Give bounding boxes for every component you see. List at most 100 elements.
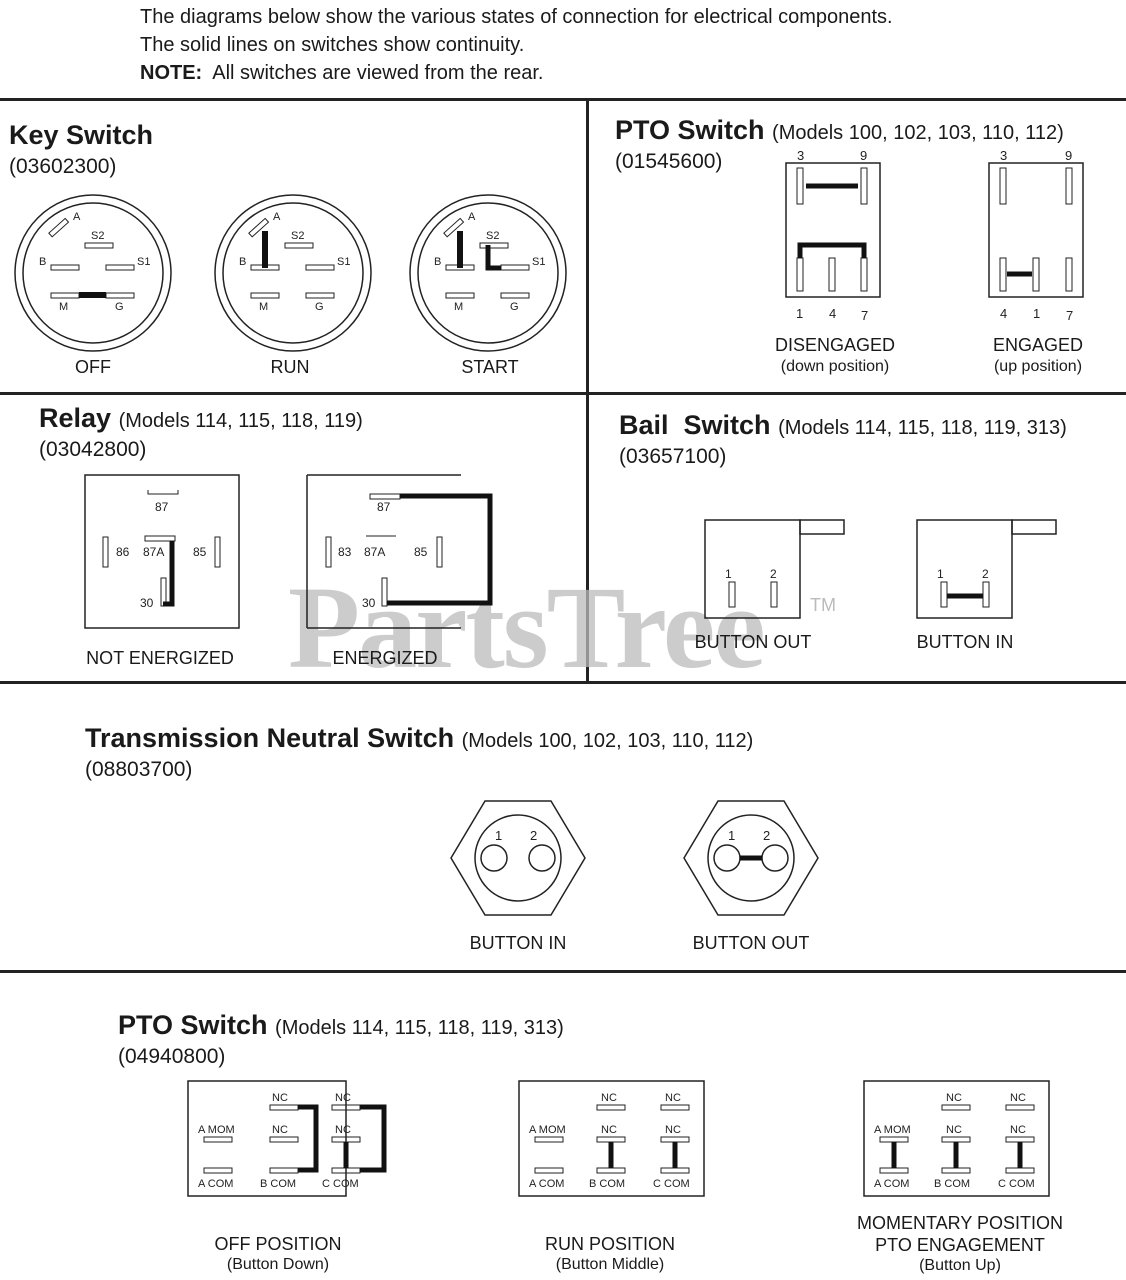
- neutral-out-pin-1: 1: [728, 828, 735, 843]
- pto-b-momentary: NC NC A MOM NC NC A COM B COM C COM: [863, 1080, 1050, 1197]
- pto-a-eng-pin-3: 3: [1000, 148, 1007, 163]
- relay-ne-pin-87: 87: [155, 500, 169, 514]
- key-state-start: START: [461, 357, 519, 377]
- pto-a-models: (Models 100, 102, 103, 110, 112): [772, 122, 1064, 144]
- pto-a-eng-pin-1: 1: [1033, 306, 1040, 321]
- key-start-label-s2: S2: [486, 230, 499, 242]
- relay-e-pin-85: 85: [414, 545, 428, 559]
- relay-e-pin-87a: 87A: [364, 545, 385, 559]
- key-start-label-b: B: [434, 256, 441, 268]
- key-switch-start: A S2 B S1 M G: [409, 194, 567, 352]
- bail-in-pin-2: 2: [982, 567, 989, 581]
- pto-b-models: (Models 114, 115, 118, 119, 313): [275, 1017, 564, 1039]
- pto-a-part: (01545600): [615, 150, 723, 173]
- note-label: NOTE:: [140, 62, 203, 84]
- trademark: TM: [810, 595, 836, 615]
- pto-b-mom-nc-2: NC: [1010, 1092, 1026, 1104]
- neutral-button-in: 1 2: [450, 800, 586, 916]
- bail-button-in-label: BUTTON IN: [916, 632, 1014, 652]
- pto-b-part: (04940800): [118, 1045, 226, 1068]
- pto-b-off-label: OFF POSITION: [214, 1234, 342, 1254]
- pto-b-off-nc-1: NC: [272, 1092, 288, 1104]
- intro-line-1: The diagrams below show the various stat…: [140, 6, 893, 28]
- key-run-label-g: G: [315, 301, 324, 313]
- key-start-label-g: G: [510, 301, 519, 313]
- key-state-off: OFF: [75, 357, 111, 377]
- relay-ne-pin-85: 85: [193, 545, 207, 559]
- neutral-in-pin-2: 2: [530, 828, 537, 843]
- key-off-label-b: B: [39, 256, 46, 268]
- pto-a-disengaged: 3 9 1 4 7: [785, 148, 881, 323]
- key-off-label-a: A: [73, 211, 81, 223]
- neutral-title: Transmission Neutral Switch (Models 100,…: [85, 723, 753, 754]
- pto-a-eng-pin-9: 9: [1065, 148, 1072, 163]
- key-run-label-s2: S2: [291, 230, 304, 242]
- key-state-run: RUN: [270, 357, 310, 377]
- relay-ne-pin-87a: 87A: [143, 545, 164, 559]
- pto-b-run: NC NC A MOM NC NC A COM B COM C COM: [518, 1080, 705, 1197]
- pto-b-off-nc-4: NC: [335, 1124, 351, 1136]
- pto-b-off-nc-3: NC: [272, 1124, 288, 1136]
- pto-b-run-a-com: A COM: [529, 1178, 564, 1190]
- pto-b-run-sub: (Button Middle): [555, 1256, 665, 1273]
- key-switch-part: (03602300): [9, 155, 117, 178]
- pto-a-dis-pin-1: 1: [796, 306, 803, 321]
- relay-title-text: Relay: [39, 403, 112, 433]
- intro-note: NOTE: All switches are viewed from the r…: [140, 59, 893, 87]
- relay-not-energized-label: NOT ENERGIZED: [86, 648, 234, 668]
- pto-a-eng-pin-4: 4: [1000, 306, 1007, 321]
- pto-b-off: NC NC A MOM NC NC A COM B COM C COM: [187, 1080, 387, 1197]
- intro-line-2: The solid lines on switches show continu…: [140, 34, 525, 56]
- intro-text: The diagrams below show the various stat…: [140, 3, 893, 87]
- bail-out-pin-1: 1: [725, 567, 732, 581]
- pto-b-mom-a-com: A COM: [874, 1178, 909, 1190]
- bail-title: Bail Switch (Models 114, 115, 118, 119, …: [619, 410, 1067, 441]
- divider-top: [0, 98, 1126, 101]
- pto-b-run-nc-4: NC: [665, 1124, 681, 1136]
- pto-b-mom-nc-3: NC: [946, 1124, 962, 1136]
- pto-a-dis-pin-3: 3: [797, 148, 804, 163]
- neutral-out-pin-2: 2: [763, 828, 770, 843]
- pto-b-run-b-com: B COM: [589, 1178, 625, 1190]
- key-switch-off: A S2 B S1 M G: [14, 194, 172, 352]
- pto-a-dis-pin-4: 4: [829, 306, 836, 321]
- relay-e-pin-87: 87: [377, 500, 391, 514]
- relay-ne-pin-30: 30: [140, 596, 154, 610]
- pto-b-run-label: RUN POSITION: [544, 1234, 675, 1254]
- relay-e-pin-83: 83: [338, 545, 352, 559]
- note-text: All switches are viewed from the rear.: [212, 62, 544, 84]
- neutral-title-text: Transmission Neutral Switch: [85, 723, 455, 753]
- pto-a-dis-pin-9: 9: [860, 148, 867, 163]
- key-run-label-m: M: [259, 301, 268, 313]
- bail-button-out-label: BUTTON OUT: [694, 632, 812, 652]
- divider-row-3: [0, 970, 1126, 973]
- key-off-label-m: M: [59, 301, 68, 313]
- divider-row-2: [0, 681, 1126, 684]
- pto-a-dis-pin-7: 7: [861, 308, 868, 323]
- bail-out-pin-2: 2: [770, 567, 777, 581]
- pto-a-disengaged-sub: (down position): [780, 358, 890, 375]
- pto-b-off-sub: (Button Down): [226, 1256, 330, 1273]
- bail-models: (Models 114, 115, 118, 119, 313): [778, 417, 1067, 439]
- key-run-label-b: B: [239, 256, 246, 268]
- pto-b-mom-b-com: B COM: [934, 1178, 970, 1190]
- key-start-label-s1: S1: [532, 256, 545, 268]
- relay-energized-label: ENERGIZED: [332, 648, 438, 668]
- pto-b-off-b-com: B COM: [260, 1178, 296, 1190]
- neutral-part: (08803700): [85, 758, 193, 781]
- key-off-label-g: G: [115, 301, 124, 313]
- pto-b-run-nc-3: NC: [601, 1124, 617, 1136]
- relay-energized: 87 83 87A 85 30: [306, 474, 493, 629]
- pto-b-mom-c-com: C COM: [998, 1178, 1035, 1190]
- relay-ne-pin-86: 86: [116, 545, 130, 559]
- bail-in-pin-1: 1: [937, 567, 944, 581]
- pto-b-run-nc-2: NC: [665, 1092, 681, 1104]
- key-switch-title: Key Switch: [9, 120, 154, 150]
- key-switch-run: A S2 B S1 M G: [214, 194, 372, 352]
- pto-b-off-nc-2: NC: [335, 1092, 351, 1104]
- key-run-label-a: A: [273, 211, 281, 223]
